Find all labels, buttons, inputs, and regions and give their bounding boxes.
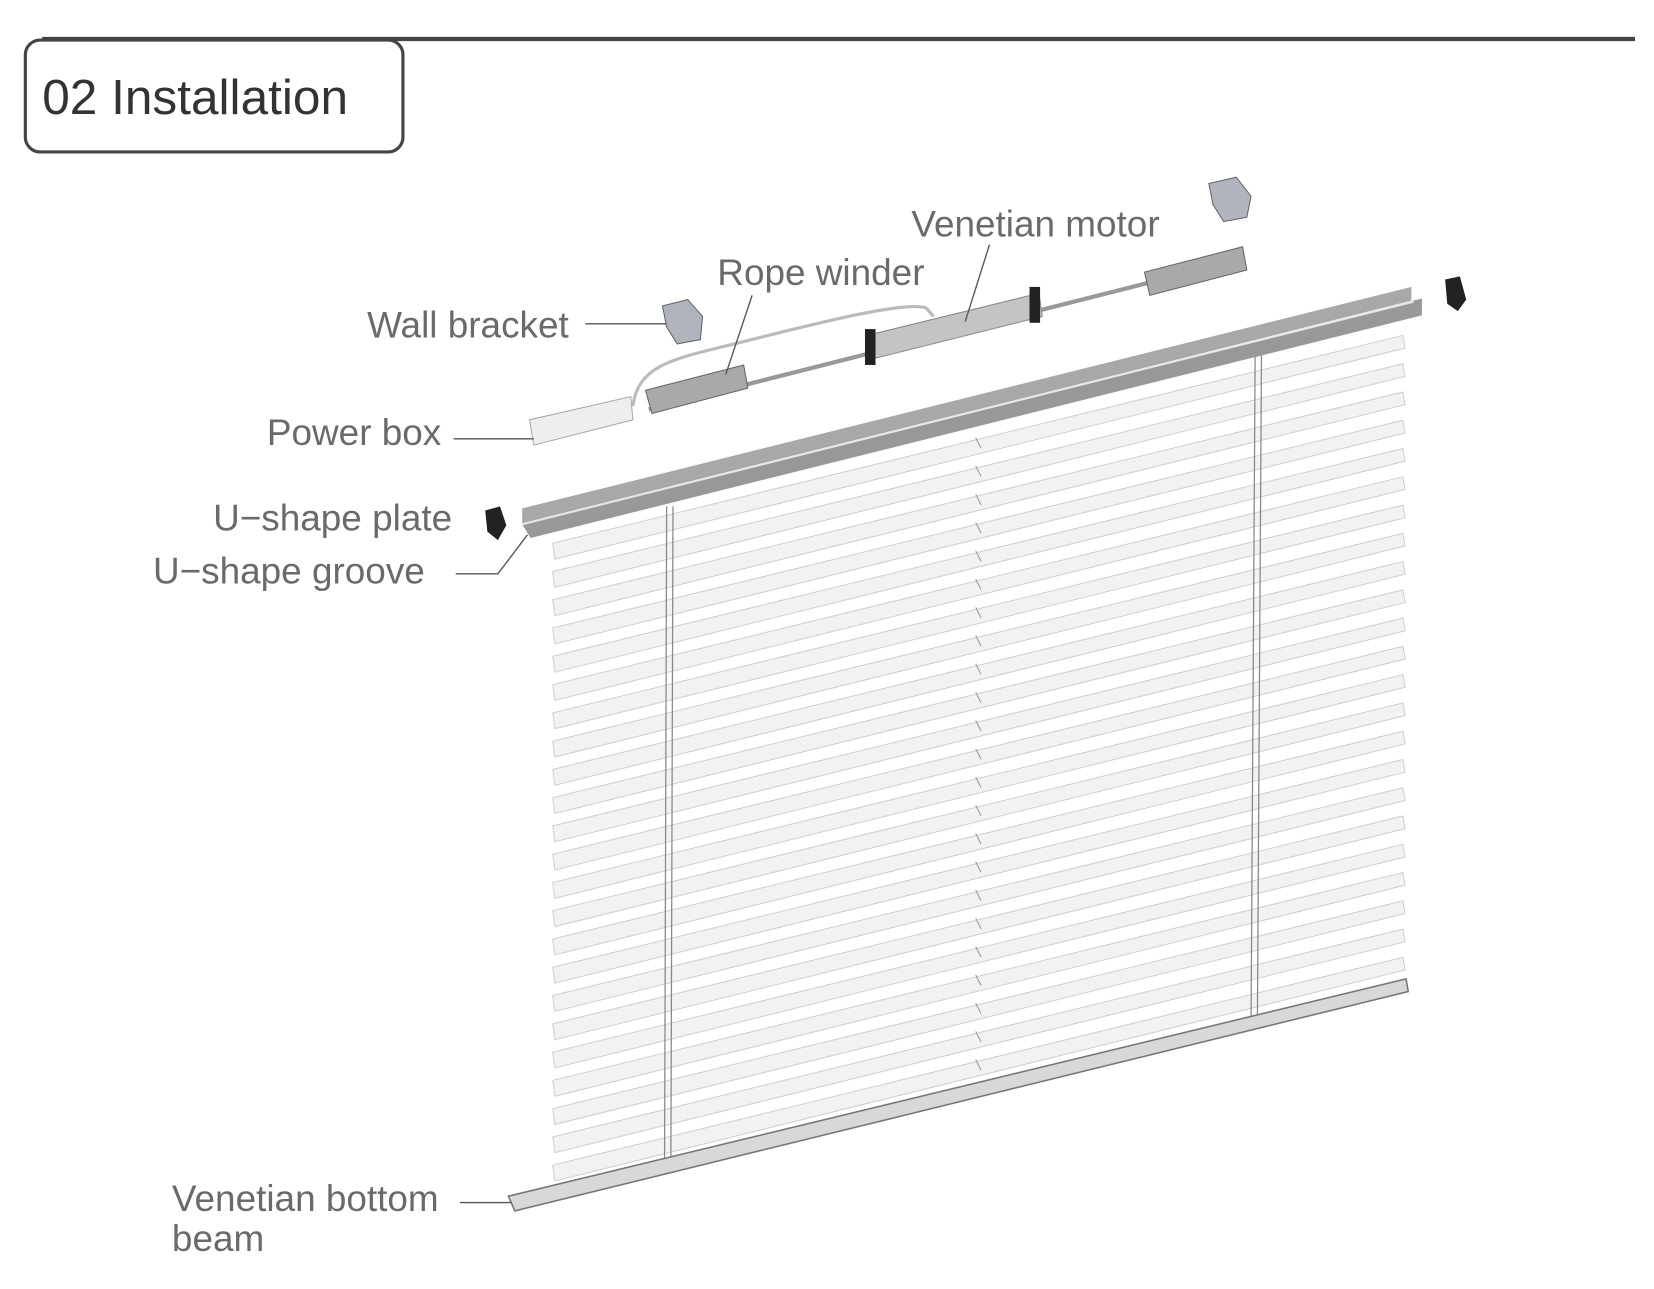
headrail [521,286,1422,538]
slat-joint [975,1031,982,1043]
slat [552,900,1406,1126]
slat [552,391,1406,617]
venetian-motor [864,286,1043,365]
slat-joint [975,946,982,958]
section-title: 02 Installation [42,69,348,125]
slat [552,956,1406,1182]
slat-joint [975,494,982,506]
slat-joint [975,720,982,732]
slat-joint [975,635,982,647]
slat [552,560,1406,786]
slat [552,334,1406,560]
slat-joint [975,465,982,477]
slat-joint [975,691,982,703]
slat-joint [975,578,982,590]
slat-joint [975,607,982,619]
slat-joint [975,437,982,449]
slat [552,843,1406,1069]
label-bottom-beam-line1: Venetian bottom [172,1178,439,1219]
slat-joint [975,550,982,562]
slat [552,532,1406,758]
slat-joint [975,889,982,901]
slat-joint [975,833,982,845]
label-wall-bracket: Wall bracket [367,305,569,346]
slat [552,476,1406,702]
slat [552,787,1406,1013]
wall-bracket-right [1208,176,1252,223]
bottom-beam [507,977,1410,1212]
slat-joint [975,1059,982,1071]
slat-joint [975,663,982,675]
label-venetian-motor: Venetian motor [911,203,1159,244]
slat [552,674,1406,899]
power-cable [631,304,935,407]
slat-joint [975,522,982,534]
slat [552,815,1406,1041]
slat-joint [975,918,982,930]
slat-joint [975,861,982,873]
slat [552,730,1406,956]
slat [552,504,1406,730]
slat [552,447,1406,673]
label-rope-winder: Rope winder [717,252,924,293]
wall-bracket-left [661,298,704,345]
slats [552,334,1406,1182]
power-box [528,395,634,446]
ladder-cords [663,335,1263,1161]
rope-winder-left [644,364,749,415]
slat [552,871,1406,1097]
slat [552,589,1406,815]
slat [552,617,1406,843]
label-u-shape-groove: U−shape groove [153,550,425,591]
title-box [23,38,405,154]
slat [552,928,1406,1154]
slat [552,419,1406,645]
slat-joint [975,805,982,817]
end-cap-left [485,506,507,541]
slat-joint [975,748,982,760]
slat [552,645,1406,871]
slat [552,702,1406,928]
end-cap-right [1445,276,1467,312]
slat [552,758,1406,984]
slat-joint [975,1002,982,1014]
slat-joint [975,974,982,986]
label-u-shape-plate: U−shape plate [213,498,452,539]
rope-winder-right [1143,246,1248,296]
label-bottom-beam-line2: beam [172,1218,264,1259]
label-power-box: Power box [267,412,442,453]
slat [552,363,1406,588]
slat-joint [975,776,982,788]
